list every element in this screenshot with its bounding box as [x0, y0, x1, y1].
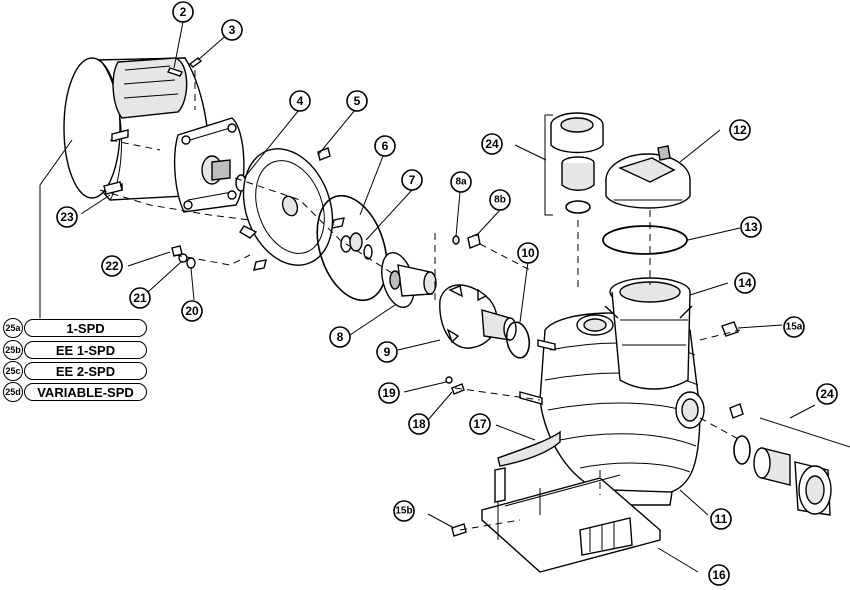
svg-text:10: 10 — [521, 246, 535, 260]
callout-19: 19 — [378, 382, 400, 404]
variant-label: EE 2-SPD — [24, 362, 147, 380]
variant-label: VARIABLE-SPD — [24, 383, 147, 401]
variant-tag: 25c — [3, 361, 23, 381]
variant-label: EE 1-SPD — [24, 341, 147, 359]
svg-text:24: 24 — [485, 137, 499, 151]
callout-9: 9 — [376, 341, 398, 363]
svg-text:5: 5 — [354, 94, 361, 108]
seal-plate-part-5 — [239, 147, 345, 271]
callout-20: 20 — [181, 300, 203, 322]
screw-part-2 — [167, 67, 183, 77]
motor-part — [63, 57, 245, 213]
callout-2: 2 — [172, 1, 194, 23]
impeller-part-8 — [381, 251, 437, 309]
callout-8b: 8b — [489, 189, 511, 211]
callout-7: 7 — [401, 169, 423, 191]
svg-text:15a: 15a — [786, 322, 803, 333]
oring-part-10 — [505, 321, 531, 359]
alignment-lines — [99, 70, 741, 531]
callout-12: 12 — [729, 119, 751, 141]
svg-text:24: 24 — [820, 387, 834, 401]
variant-tag: 25a — [3, 318, 23, 338]
svg-text:7: 7 — [409, 173, 416, 187]
svg-text:17: 17 — [473, 417, 487, 431]
callout-14: 14 — [734, 272, 756, 294]
callout-21: 21 — [129, 287, 151, 309]
svg-text:8b: 8b — [494, 195, 506, 206]
screw-part-15b — [451, 523, 467, 537]
callout-15a: 15a — [783, 316, 805, 338]
washer-part-20 — [186, 257, 196, 269]
svg-text:4: 4 — [297, 94, 304, 108]
svg-text:16: 16 — [712, 568, 726, 582]
svg-text:19: 19 — [382, 386, 396, 400]
svg-text:23: 23 — [60, 210, 74, 224]
callout-22: 22 — [101, 255, 123, 277]
washer-part-8a — [452, 235, 460, 245]
callout-18: 18 — [408, 413, 430, 435]
diffuser-part-9 — [439, 284, 517, 349]
variant-label: 1-SPD — [24, 319, 147, 337]
svg-text:8: 8 — [337, 330, 344, 344]
callout-3: 3 — [221, 19, 243, 41]
callout-15b: 15b — [393, 500, 415, 522]
base-part-16 — [480, 467, 662, 573]
washer-part-19 — [445, 376, 453, 384]
screw-part-18 — [451, 383, 465, 395]
svg-text:8a: 8a — [455, 177, 467, 188]
callout-16: 16 — [708, 564, 730, 586]
svg-text:2: 2 — [180, 5, 187, 19]
svg-text:11: 11 — [715, 512, 728, 526]
drain-plug-2 — [729, 403, 744, 419]
callout-24-top: 24 — [481, 133, 503, 155]
svg-text:20: 20 — [185, 304, 199, 318]
callout-5: 5 — [346, 90, 368, 112]
svg-text:22: 22 — [105, 259, 119, 273]
callout-23: 23 — [56, 206, 78, 228]
callout-11: 11 — [710, 508, 732, 530]
svg-text:18: 18 — [412, 417, 426, 431]
washer-part-21 — [178, 253, 188, 263]
drain-plug-part-15a — [721, 321, 739, 337]
svg-text:6: 6 — [382, 139, 389, 153]
callout-17: 17 — [469, 413, 491, 435]
svg-text:15b: 15b — [395, 506, 412, 517]
svg-text:9: 9 — [384, 345, 391, 359]
callout-24-right: 24 — [816, 383, 838, 405]
svg-text:3: 3 — [229, 23, 236, 37]
svg-text:13: 13 — [744, 220, 758, 234]
callout-13: 13 — [740, 216, 762, 238]
union-fitting-right-part-24 — [733, 417, 850, 516]
variant-tag: 25d — [3, 382, 23, 402]
svg-text:14: 14 — [738, 276, 752, 290]
strainer-basket-part-14 — [604, 277, 693, 390]
callout-10: 10 — [517, 242, 539, 264]
lid-part-12 — [605, 145, 691, 209]
oring-part-6 — [316, 194, 388, 302]
callout-8a: 8a — [450, 171, 472, 193]
callout-8: 8 — [329, 326, 351, 348]
variant-tag: 25b — [3, 340, 23, 360]
svg-text:21: 21 — [133, 291, 147, 305]
spacer-part-17 — [497, 430, 561, 467]
lid-oring-part-13 — [602, 225, 688, 255]
union-fitting-top-part-24 — [544, 112, 604, 216]
bolt-part-8b — [467, 233, 481, 249]
svg-text:12: 12 — [733, 123, 747, 137]
seal-part-7 — [340, 232, 373, 260]
callout-6: 6 — [374, 135, 396, 157]
callout-4: 4 — [289, 90, 311, 112]
